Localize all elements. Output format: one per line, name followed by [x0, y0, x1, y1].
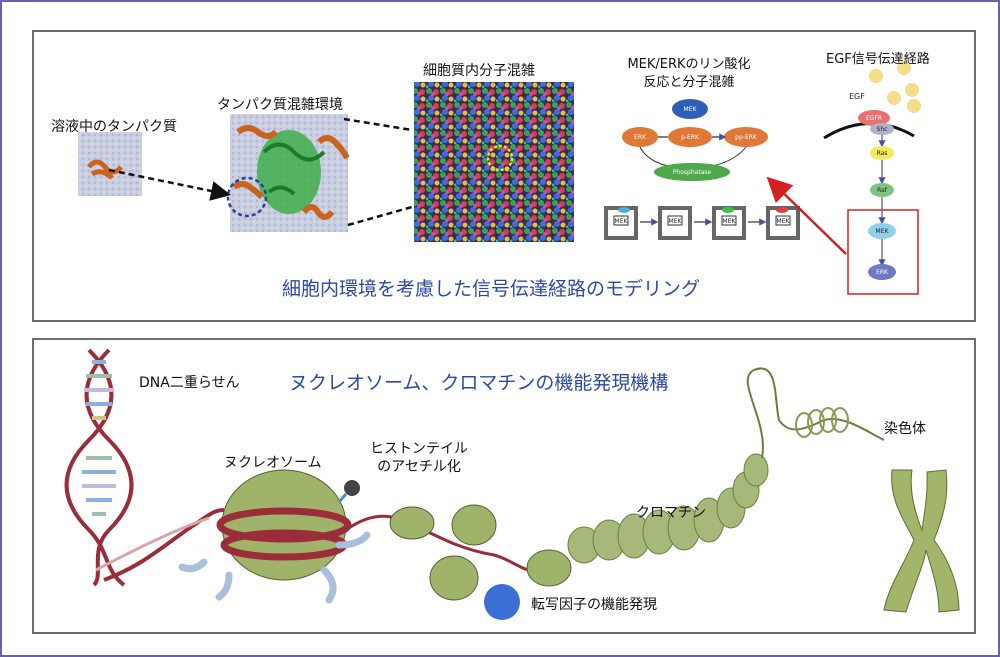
svg-text:ERK: ERK [634, 134, 647, 141]
dna-label: DNA二重らせん [139, 372, 240, 392]
crowded-protein-label: タンパク質混雑環境 [217, 94, 343, 114]
mek-erk-highlight-box [848, 210, 918, 294]
egf-ligands [869, 61, 921, 113]
cell-membrane [824, 123, 914, 138]
svg-text:MEK: MEK [615, 218, 629, 225]
transcription-factor [484, 584, 520, 620]
svg-text:p-ERK: p-ERK [681, 134, 700, 141]
svg-text:EGFR: EGFR [866, 115, 882, 122]
solution-protein-label: 溶液中のタンパク質 [51, 116, 177, 136]
nucleosome [182, 470, 367, 600]
signal-pathway-panel: MEK ERK p-ERK pp-ERK Phosphatase MEK MEK [32, 30, 976, 322]
svg-text:MEK: MEK [777, 218, 791, 225]
acetyl-group [344, 480, 360, 496]
chromatin-label: クロマチン [636, 502, 706, 522]
mek-erk-title: MEK/ERKのリン酸化 反応と分子混雑 [614, 56, 764, 92]
histone-line2: のアセチル化 [354, 458, 484, 476]
crowding-cartoons: MEK MEK MEK MEK [606, 207, 798, 238]
mek-node-text: MEK [684, 106, 698, 113]
chromatin-title: ヌクレオソーム、クロマチンの機能発現機構 [289, 368, 668, 395]
solution-protein-image [78, 132, 142, 196]
svg-text:Ras: Ras [877, 150, 888, 157]
chromosome [884, 470, 959, 612]
svg-text:MEK: MEK [876, 228, 890, 235]
chromosome-label: 染色体 [884, 418, 926, 438]
svg-text:pp-ERK: pp-ERK [735, 134, 758, 141]
mek-erk-title-line2: 反応と分子混雑 [614, 74, 764, 92]
svg-text:EGF: EGF [849, 92, 865, 101]
egf-pathway-title: EGF信号伝達経路 [826, 48, 930, 67]
transcription-factor-label: 転写因子の機能発現 [531, 594, 657, 614]
cytoplasm-label: 細胞質内分子混雑 [423, 60, 535, 80]
svg-text:Phosphatase: Phosphatase [673, 169, 712, 176]
modeling-title: 細胞内環境を考慮した信号伝達経路のモデリング [282, 274, 700, 301]
histone-tail-label: ヒストンテイル のアセチル化 [354, 440, 484, 476]
svg-text:ERK: ERK [876, 269, 889, 276]
svg-text:Shc: Shc [877, 126, 888, 133]
cytoplasm-image [414, 82, 574, 242]
supercoil [796, 408, 848, 437]
nucleosome-label: ヌクレオソーム [224, 452, 322, 472]
chromatin-panel: DNA二重らせん ヌクレオソーム、クロマチンの機能発現機構 ヌクレオソーム ヒス… [32, 338, 976, 634]
mek-erk-title-line1: MEK/ERKのリン酸化 [614, 56, 764, 74]
svg-text:MEK: MEK [669, 218, 683, 225]
svg-text:MEK: MEK [723, 218, 737, 225]
histone-line1: ヒストンテイル [354, 440, 484, 458]
svg-text:Raf: Raf [877, 187, 888, 194]
